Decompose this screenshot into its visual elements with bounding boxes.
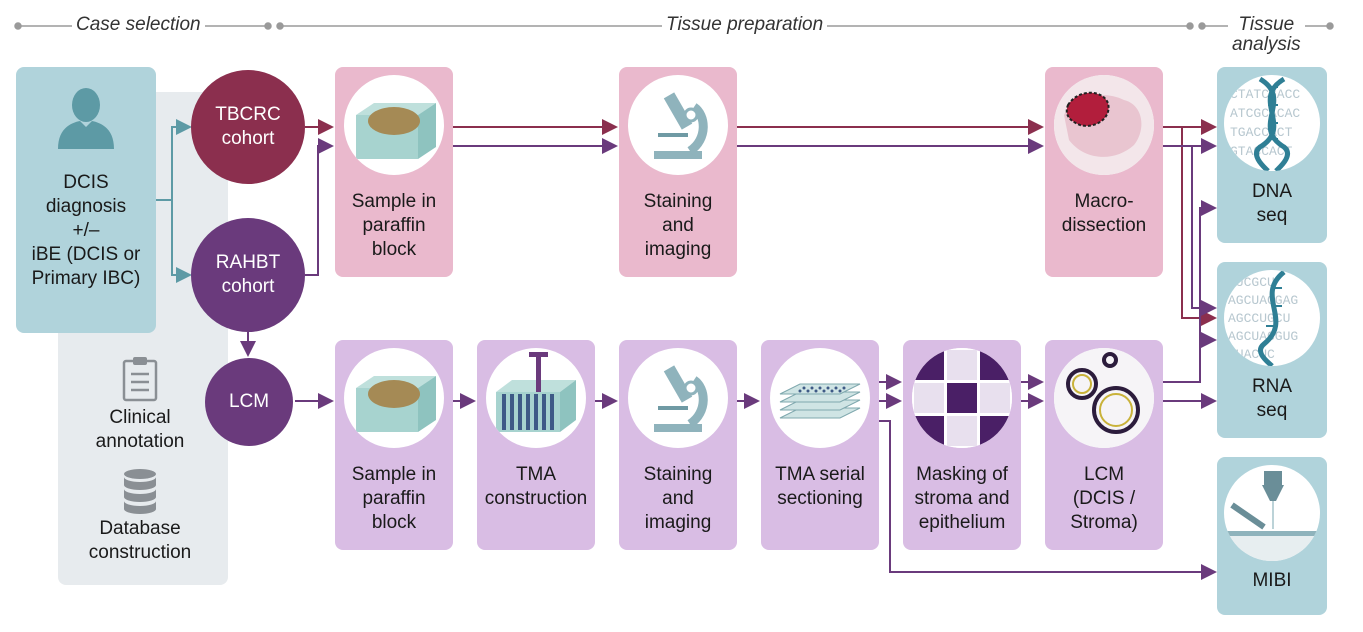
rna-icon: GUCGCU AGCUACGAG AGCCUGCU AGCUACGUG GUAC…	[1224, 270, 1320, 366]
paraffin-block-icon	[344, 348, 444, 448]
top-staining-box: Staining and imaging	[619, 67, 737, 277]
tma-block-icon	[486, 348, 586, 448]
microscope-icon	[628, 348, 728, 448]
dna-letters-3: TGACCACT	[1230, 125, 1293, 140]
tma-construction-label: TMA construction	[484, 464, 588, 509]
rna-letters-2: AGCUACGAG	[1228, 293, 1299, 308]
tbcrc-cohort: TBCRC cohort	[191, 70, 305, 184]
person-icon	[58, 88, 114, 149]
database-construction-label: Database construction	[88, 518, 192, 563]
rna-letters-4: AGCUACGUG	[1228, 329, 1299, 344]
bottom-staining-label: Staining and imaging	[643, 464, 713, 533]
lcm-label: LCM (DCIS / Stroma)	[1070, 464, 1138, 533]
bottom-sample-label: Sample in paraffin block	[351, 464, 437, 533]
paraffin-block-icon	[344, 75, 444, 175]
dna-seq-label: DNA seq	[1251, 181, 1293, 226]
tissue-section-icon	[1054, 75, 1154, 175]
diagnosis-box: DCIS diagnosis +/– iBE (DCIS or Primary …	[16, 67, 156, 333]
lcm-tissue-icon	[1054, 348, 1154, 448]
clipboard-icon	[122, 357, 158, 402]
serial-sections-icon	[770, 348, 870, 448]
lcm-box: LCM (DCIS / Stroma)	[1045, 340, 1163, 550]
mibi-box: MIBI	[1217, 457, 1327, 615]
database-icon	[124, 469, 156, 514]
dna-helix-icon	[1254, 76, 1290, 171]
phase-case-selection: Case selection	[72, 15, 205, 35]
diagnosis-label: DCIS diagnosis +/– iBE (DCIS or Primary …	[31, 172, 141, 289]
rna-seq-box: GUCGCU AGCUACGAG AGCCUGCU AGCUACGUG GUAC…	[1217, 262, 1327, 438]
macro-dissection-box: Macro- dissection	[1045, 67, 1163, 277]
mibi-label: MIBI	[1252, 570, 1292, 591]
tma-serial-box: TMA serial sectioning	[761, 340, 879, 550]
mask-grid-icon	[912, 348, 1012, 448]
dna-letters-4: GTACCACT	[1230, 144, 1293, 159]
top-staining-label: Staining and imaging	[643, 191, 713, 260]
rna-strand-icon	[1258, 270, 1286, 366]
rna-letters-1: GUCGCU	[1228, 275, 1275, 290]
dna-letters-2: ATCGCACAC	[1230, 106, 1301, 121]
phase-tissue-analysis: Tissue analysis	[1228, 15, 1305, 55]
microscope-icon	[628, 75, 728, 175]
tma-serial-label: TMA serial sectioning	[775, 464, 865, 509]
macro-dissection-label: Macro- dissection	[1061, 191, 1147, 236]
phase-tissue-preparation: Tissue preparation	[662, 15, 828, 35]
dna-seq-box: CTATCGACC ATCGCACAC TGACCACT GTACCACT DN…	[1217, 67, 1327, 243]
clinical-annotation-label: Clinical annotation	[95, 407, 185, 452]
lcm-cohort: LCM	[205, 358, 293, 446]
rahbt-cohort: RAHBT cohort	[191, 218, 305, 332]
tma-construction-box: TMA construction	[477, 340, 595, 550]
mibi-icon	[1224, 465, 1320, 561]
top-sample-label: Sample in paraffin block	[351, 191, 437, 260]
rna-seq-label: RNA seq	[1251, 376, 1293, 421]
bottom-staining-box: Staining and imaging	[619, 340, 737, 550]
dna-icon: CTATCGACC ATCGCACAC TGACCACT GTACCACT	[1224, 75, 1320, 171]
masking-label: Masking of stroma and epithelium	[914, 464, 1010, 533]
top-sample-box: Sample in paraffin block	[335, 67, 453, 277]
dna-letters-1: CTATCGACC	[1230, 87, 1301, 102]
masking-box: Masking of stroma and epithelium	[903, 340, 1021, 550]
bottom-sample-box: Sample in paraffin block	[335, 340, 453, 550]
